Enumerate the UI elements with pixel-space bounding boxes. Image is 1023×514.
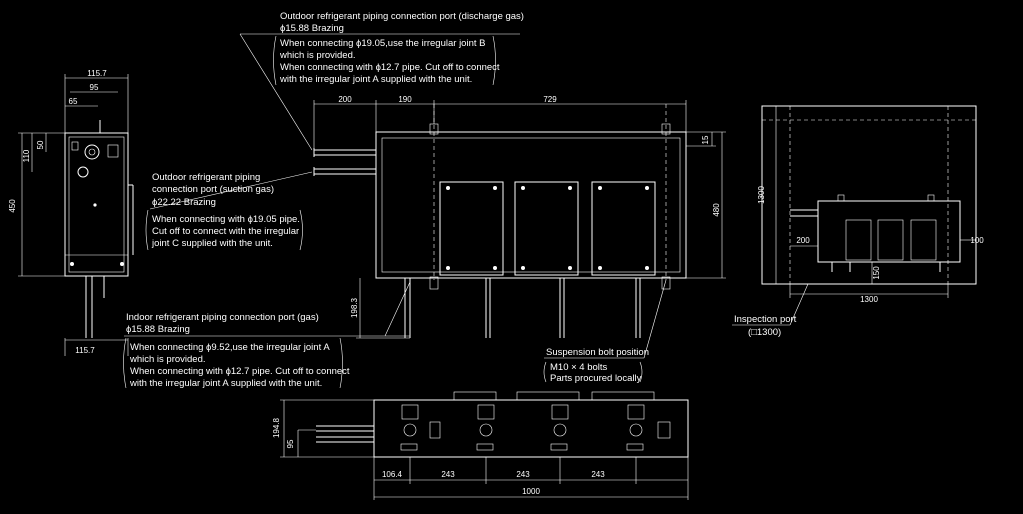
suction-size: ϕ22.22 Brazing xyxy=(152,197,216,208)
dim-left-198: 198.3 xyxy=(350,297,359,318)
dim-bot-243c: 243 xyxy=(591,470,605,479)
suspension-title: Suspension bolt position xyxy=(546,347,649,358)
dim-top-200: 200 xyxy=(338,95,352,104)
dim-top-190: 190 xyxy=(398,95,412,104)
dim-insp-200: 200 xyxy=(796,236,810,245)
dim-side-110: 110 xyxy=(22,149,31,162)
suspension-line-2: Parts procured locally xyxy=(550,373,642,384)
dim-side-65: 65 xyxy=(69,97,78,106)
dim-right-15: 15 xyxy=(701,135,710,144)
dim-bot-106: 106.4 xyxy=(382,470,403,479)
dim-side-115-bottom: 115.7 xyxy=(75,346,95,355)
inspection-view xyxy=(761,105,977,298)
dim-side-115-top: 115.7 xyxy=(87,69,107,78)
suction-title-1: Outdoor refrigerant piping xyxy=(152,172,260,183)
discharge-line-1: When connecting ϕ19.05,use the irregular… xyxy=(280,38,485,49)
discharge-line-2: which is provided. xyxy=(279,50,356,61)
suspension-line-1: M10 × 4 bolts xyxy=(550,362,608,373)
dim-side-95: 95 xyxy=(90,83,99,92)
side-view xyxy=(18,74,134,356)
indoor-line-1: When connecting ϕ9.52,use the irregular … xyxy=(130,342,330,353)
indoor-title: Indoor refrigerant piping connection por… xyxy=(126,312,319,323)
suction-line-2: Cut off to connect with the irregular xyxy=(152,226,299,237)
dim-insp-100: 100 xyxy=(970,236,984,245)
dim-right-480: 480 xyxy=(712,203,721,217)
dim-insp-1300-h: 1300 xyxy=(860,295,878,304)
indoor-size: ϕ15.88 Brazing xyxy=(126,324,190,335)
dim-insp-150: 150 xyxy=(872,266,881,280)
leader-lines xyxy=(123,33,809,389)
dim-bot-1000: 1000 xyxy=(522,487,540,496)
dim-bot-243a: 243 xyxy=(441,470,455,479)
dim-side-50: 50 xyxy=(36,140,45,149)
indoor-line-3: When connecting with ϕ12.7 pipe. Cut off… xyxy=(130,366,350,377)
dim-top-729: 729 xyxy=(543,95,557,104)
discharge-line-4: with the irregular joint A supplied with… xyxy=(279,74,472,85)
dim-insp-1300-v: 1300 xyxy=(757,186,766,204)
suction-line-3: joint C supplied with the unit. xyxy=(151,238,273,249)
indoor-line-2: which is provided. xyxy=(129,354,206,365)
suction-line-1: When connecting with ϕ19.05 pipe. xyxy=(152,214,300,225)
dim-bot-194: 194.8 xyxy=(272,417,281,438)
discharge-size: ϕ15.88 Brazing xyxy=(280,23,344,34)
discharge-line-3: When connecting with ϕ12.7 pipe. Cut off… xyxy=(280,62,500,73)
inspection-size: (□1300) xyxy=(748,327,781,338)
dim-bot-243b: 243 xyxy=(516,470,530,479)
discharge-title: Outdoor refrigerant piping connection po… xyxy=(280,11,524,22)
dim-bot-95: 95 xyxy=(286,439,295,448)
suction-title-2: connection port (suction gas) xyxy=(152,184,274,195)
inspection-title: Inspection port xyxy=(734,314,797,325)
dim-side-450: 450 xyxy=(8,199,17,213)
bottom-view xyxy=(280,391,689,500)
front-view xyxy=(313,100,726,339)
indoor-line-4: with the irregular joint A supplied with… xyxy=(129,378,322,389)
